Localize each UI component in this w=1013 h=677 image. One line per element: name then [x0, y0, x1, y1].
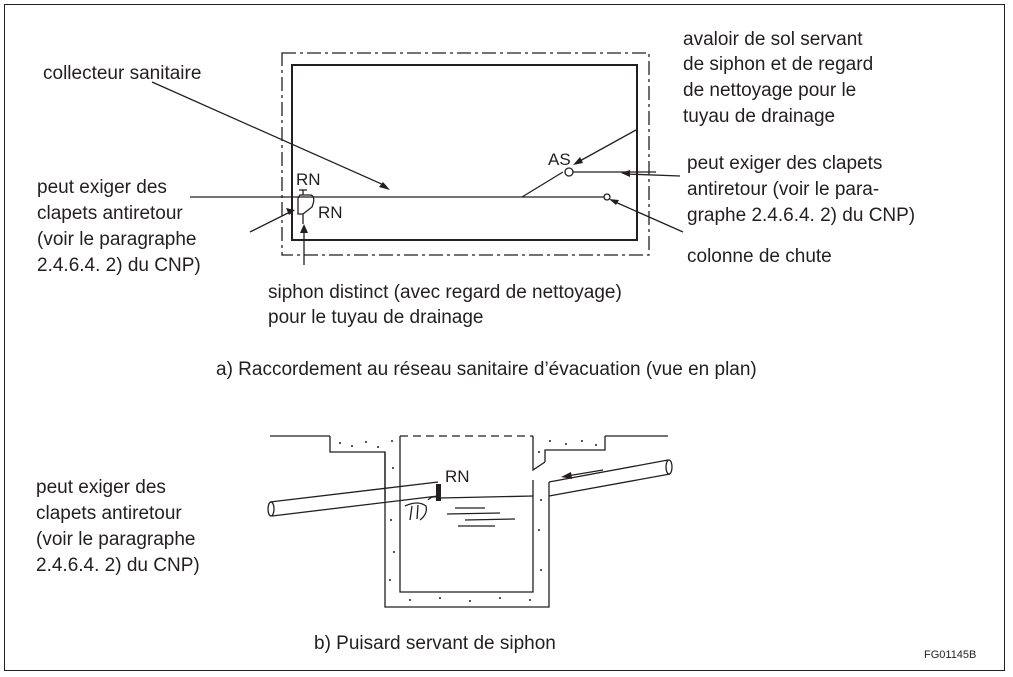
section-tag-rn: RN — [445, 467, 470, 486]
arrow-siphon — [300, 224, 308, 233]
arrow-avaloir — [573, 157, 583, 165]
building-outline — [291, 64, 638, 241]
leader-collecteur — [151, 81, 387, 187]
sump-outer-wall — [329, 436, 550, 608]
inlet-pipe-bottom — [271, 495, 439, 517]
water-surface — [427, 495, 534, 501]
label-clapets-right: peut exiger des clapets antiretour (voir… — [687, 153, 915, 226]
arrow-clapets-right — [621, 170, 630, 177]
property-boundary — [281, 52, 650, 256]
section-label-clapets: peut exiger des clapets antiretour (voir… — [36, 477, 201, 576]
trap-curl-hatch-1 — [409, 505, 413, 521]
figure-code: FG01145B — [924, 649, 976, 661]
outlet-pipe-end — [665, 459, 673, 475]
drain-branch-pipe — [521, 171, 564, 198]
plan-caption: a) Raccordement au réseau sanitaire d’év… — [216, 359, 757, 380]
outlet-pipe-bottom — [548, 473, 671, 497]
trap-curl — [404, 502, 428, 521]
plan-view: RN RN AS collecteur sanitaire avaloir de… — [37, 29, 915, 380]
stack-circle — [603, 193, 611, 201]
leader-clapets-right — [625, 173, 681, 177]
leader-clapets-left — [249, 211, 291, 233]
tag-rn-side: RN — [318, 203, 343, 222]
tag-rn-top: RN — [296, 170, 321, 189]
right-wall-top-inner — [532, 436, 546, 472]
sump-inner-wall — [399, 436, 534, 593]
backflow-valve — [436, 484, 441, 501]
concrete-speckle — [339, 440, 597, 602]
section-caption: b) Puisard servant de siphon — [314, 633, 556, 654]
label-colonne: colonne de chute — [687, 246, 832, 267]
trap-curl-hatch-2 — [416, 504, 419, 520]
right-wall-top-outer — [544, 436, 606, 462]
arrow-colonne — [609, 199, 619, 205]
tag-as: AS — [548, 150, 571, 169]
section-view: RN peut exiger des clapets antiretour (v… — [36, 435, 673, 654]
outlet-pipe-top — [548, 459, 669, 483]
label-siphon: siphon distinct (avec regard de nettoyag… — [268, 282, 627, 328]
arrow-clapets-left — [286, 208, 295, 215]
flow-arrow-line — [566, 469, 604, 477]
figure-frame — [4, 4, 1005, 671]
separate-trap — [297, 194, 315, 215]
floor-drain-circle — [564, 167, 574, 177]
leader-avaloir — [577, 129, 637, 163]
inlet-pipe-end — [267, 501, 275, 517]
label-clapets-left: peut exiger des clapets antiretour (voir… — [37, 177, 202, 276]
inlet-pipe-top — [269, 481, 439, 503]
arrow-collecteur — [379, 182, 390, 190]
label-collecteur: collecteur sanitaire — [43, 63, 201, 84]
flow-arrow-head — [561, 472, 572, 479]
label-avaloir: avaloir de sol servant de siphon et de r… — [683, 29, 878, 127]
leader-colonne — [612, 200, 684, 233]
water-lines — [446, 507, 516, 527]
